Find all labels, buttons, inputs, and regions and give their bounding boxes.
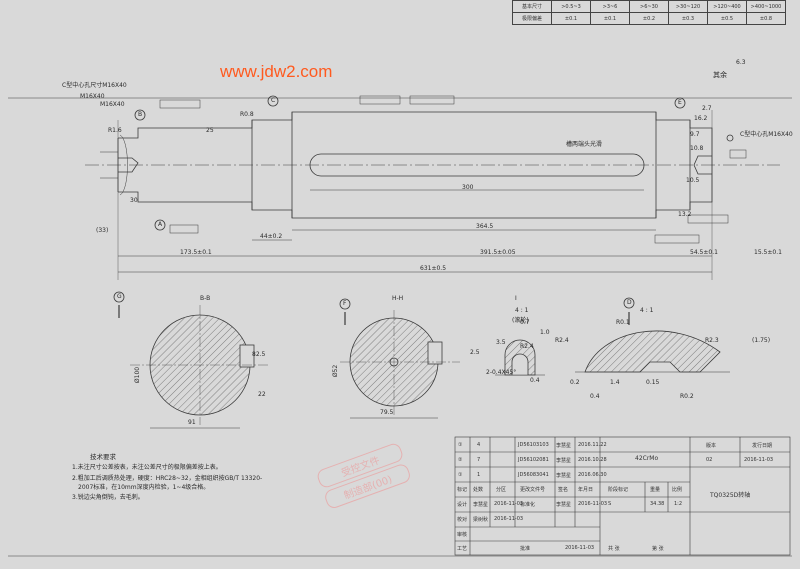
dim: 13.2	[678, 211, 692, 218]
detail-i-label: I	[515, 295, 517, 302]
datum-f: F	[343, 300, 347, 307]
dim: R0.1	[616, 319, 630, 326]
datum-b: B	[138, 111, 143, 118]
dim: 10.5	[686, 177, 700, 184]
rolled-label: (滚轮)	[512, 317, 529, 324]
surface-finish-value: 6.3	[736, 59, 746, 66]
section-bb-label: B-B	[200, 295, 211, 302]
dim: R2.3	[705, 337, 719, 344]
datum-d: D	[627, 299, 632, 306]
dim: (33)	[96, 227, 109, 234]
dim: M16X40	[100, 101, 125, 108]
part-name: TQ0325D转轴	[710, 492, 751, 499]
center-hole-left-label2: M16X40	[80, 93, 105, 100]
center-hole-right-label: C型中心孔M16X40	[740, 131, 793, 138]
dim: R0.8	[240, 111, 254, 118]
dim: 0.2	[570, 379, 580, 386]
chamfer-label: 2-0.4X45°	[486, 369, 517, 376]
tech-title: 技术要求	[90, 453, 116, 461]
dim: R2.4	[520, 343, 534, 350]
dim: 22	[258, 391, 266, 398]
detail-i-scale: 4 : 1	[515, 307, 529, 314]
datum-e: E	[678, 99, 682, 106]
dim: R2.4	[555, 337, 569, 344]
dim: 2.7	[702, 105, 712, 112]
tech-item: 2007标准，在10mm深度内检验，1~4级合格。	[78, 484, 210, 491]
dim: 10.8	[690, 145, 704, 152]
dim: 364.5	[476, 223, 494, 230]
dim: 1.0	[540, 329, 550, 336]
dim: 300	[462, 184, 474, 191]
datum-a: A	[158, 221, 163, 228]
dim: 0.4	[530, 377, 540, 384]
dim: 30	[130, 197, 138, 204]
dim: Ø100	[134, 366, 142, 384]
dim: R1.6	[108, 127, 122, 134]
tech-item: 3.锐边尖角倒钝，去毛刺。	[72, 494, 144, 501]
datum-g: G	[117, 293, 122, 300]
tech-item: 1.未注尺寸公差按表，未注公差尺寸的极限偏差按上表。	[72, 464, 222, 471]
detail-d-scale: 4 : 1	[640, 307, 654, 314]
table-row: 极限偏差±0.1±0.1±0.2±0.3±0.5±0.8	[512, 12, 786, 25]
dim: 2.5	[470, 349, 480, 356]
dim: 82.5	[252, 351, 266, 358]
datum-c: C	[271, 97, 276, 104]
dim: 54.5±0.1	[690, 249, 718, 256]
dim: 631±0.5	[420, 265, 447, 272]
dim: 79.5	[380, 409, 394, 416]
dim: (1.75)	[752, 337, 771, 344]
keyway-note: 槽两端头光滑	[566, 141, 603, 148]
dim: 3.5	[496, 339, 506, 346]
tech-item: 2.粗加工后调质热处理，硬度：HRC28~32，金相组织按GB/T 13320-	[72, 475, 263, 482]
dim: 9.7	[690, 131, 700, 138]
dim: 25	[206, 127, 214, 134]
watermark-url: www.jdw2.com	[220, 62, 333, 81]
dim: Ø52	[332, 364, 340, 378]
section-hh-label: H-H	[392, 295, 404, 302]
surface-finish-label: 其余	[713, 71, 727, 79]
dim: 15.5±0.1	[754, 249, 782, 256]
dim: 0.15	[646, 379, 660, 386]
dim: 0.7	[520, 319, 530, 326]
dim: 0.4	[590, 393, 600, 400]
dim: 1.4	[610, 379, 620, 386]
center-hole-left-label: C型中心孔尺寸M16X40	[62, 82, 127, 89]
material: 42CrMo	[635, 455, 659, 462]
tolerance-table: 基本尺寸>0.5~3>3~6>6~30>30~120>120~400>400~1…	[512, 0, 786, 25]
dim: R0.2	[680, 393, 694, 400]
dim: 44±0.2	[260, 233, 283, 240]
dim: 173.5±0.1	[180, 249, 212, 256]
dim: 391.5±0.05	[480, 249, 516, 256]
dim: 91	[188, 419, 196, 426]
dim: 16.2	[694, 115, 708, 122]
